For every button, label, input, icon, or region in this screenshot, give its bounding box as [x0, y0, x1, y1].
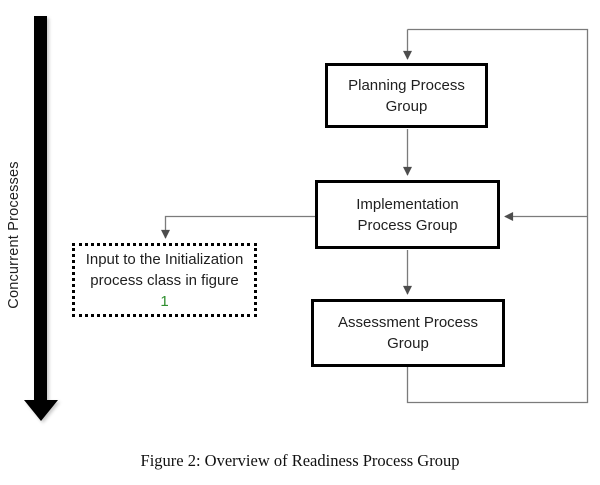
node-label: Assessment Process Group — [337, 314, 479, 352]
figure-caption: Figure 2: Overview of Readiness Process … — [140, 451, 460, 470]
node-assessment-process-group: Assessment Process Group — [311, 299, 505, 367]
node-input-initialization: Input to the Initialization process clas… — [72, 243, 257, 317]
node-planning-process-group: Planning Process Group — [325, 63, 488, 128]
edge-feedback-loop — [406, 28, 589, 404]
edge-implementation-to-input — [161, 215, 315, 239]
node-label: Implementation Process Group — [356, 195, 459, 234]
dashed-node-text: Input to the Initialization process clas… — [85, 250, 244, 289]
concurrent-processes-label: Concurrent Processes — [6, 161, 22, 309]
arrow-down-head — [24, 400, 58, 421]
figure-1-link[interactable]: 1 — [160, 292, 169, 310]
node-implementation-process-group: Implementation Process Group — [315, 180, 500, 249]
dashed-node-label: Input to the Initialization process clas… — [85, 249, 244, 312]
arrow-shaft — [34, 16, 47, 400]
node-label: Planning Process Group — [348, 76, 465, 115]
